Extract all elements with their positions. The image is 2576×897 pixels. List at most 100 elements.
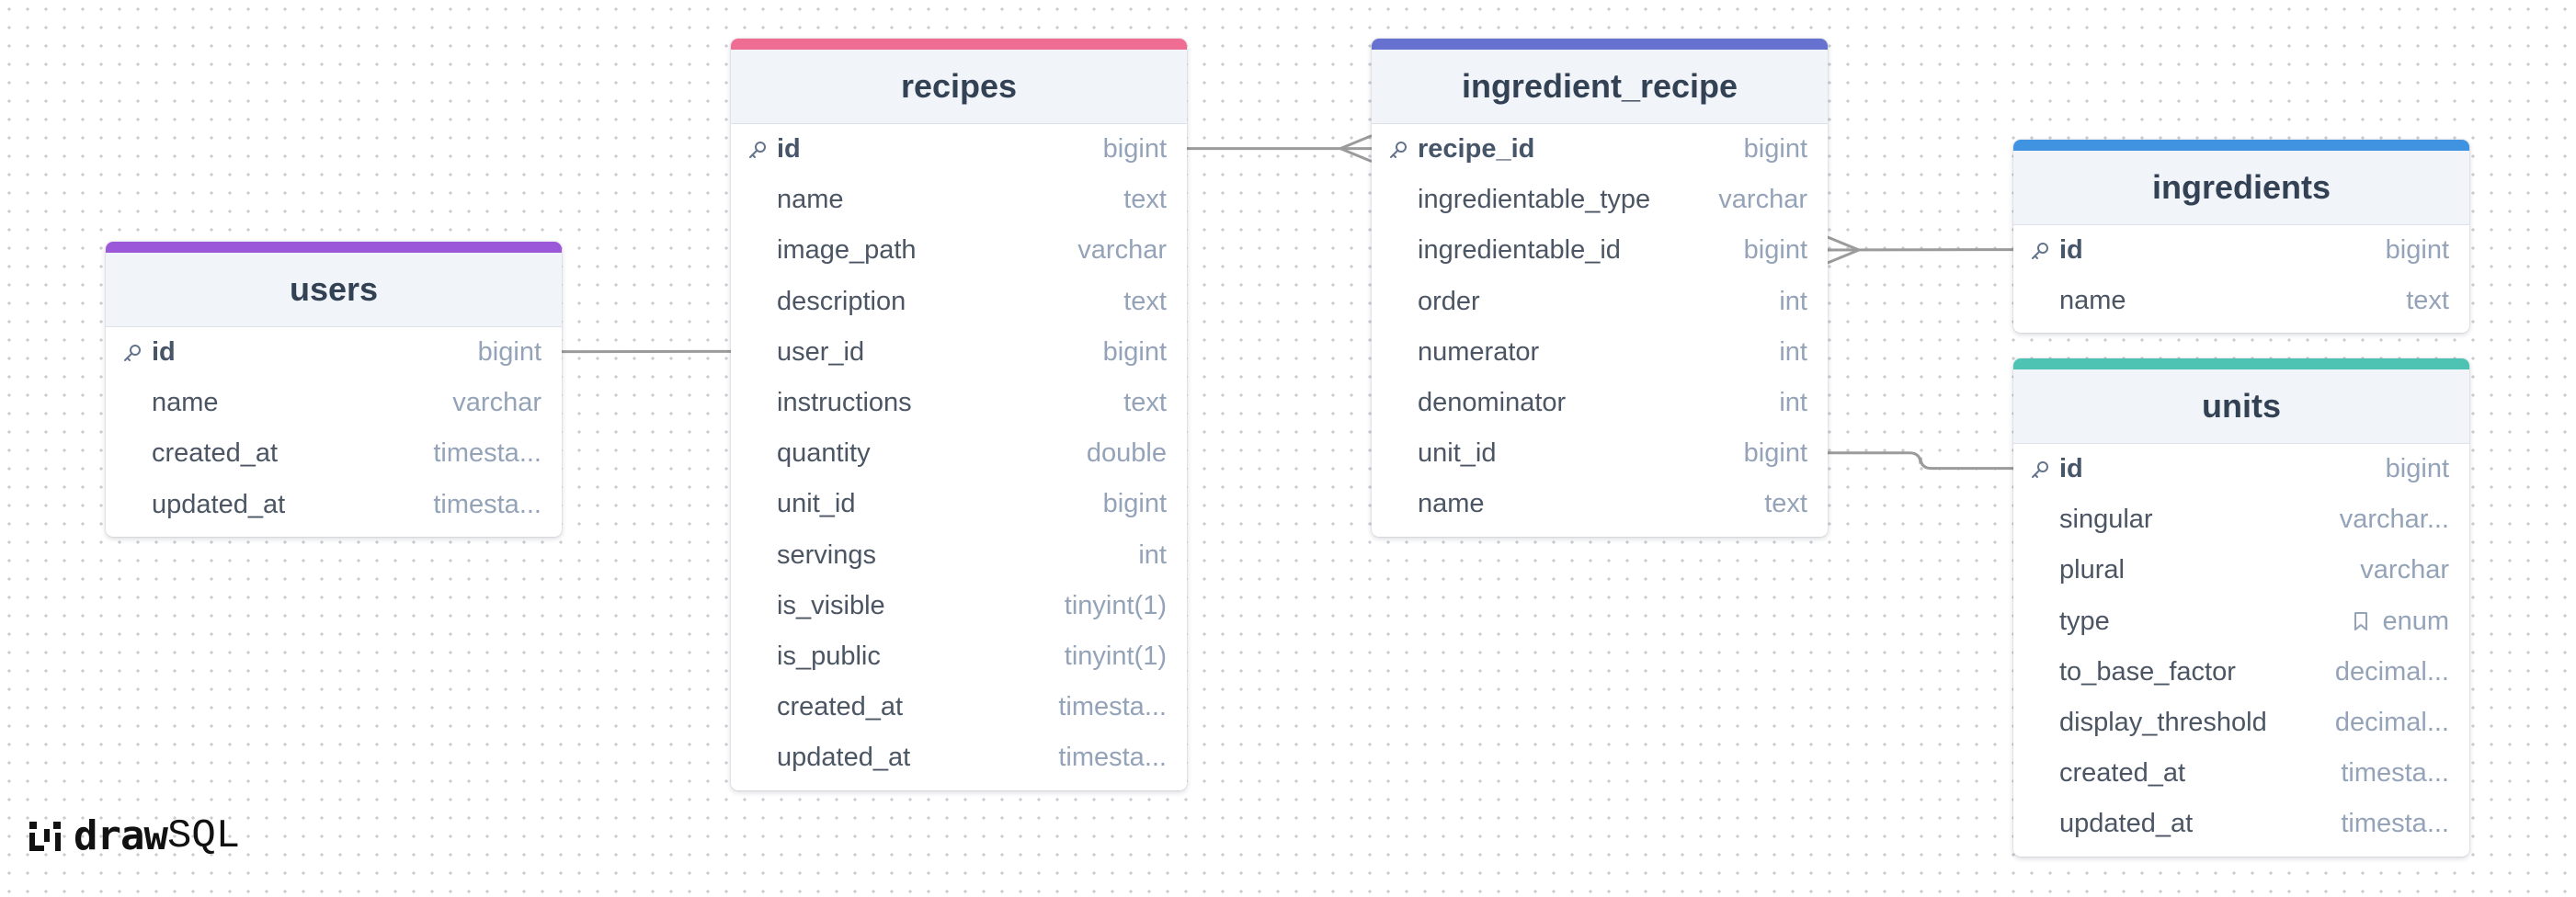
column-type: timesta... [433,490,541,520]
column-row[interactable]: quantity double [731,428,1187,479]
column-type-label: bigint [477,337,541,368]
column-type: bigint [1744,438,1807,469]
column-type-label: int [1779,336,1807,367]
column-type: timesta... [1058,692,1167,722]
column-type: int [1779,337,1807,368]
column-name: unit_id [777,489,856,519]
column-name: type [2059,606,2110,636]
column-name: created_at [2059,758,2186,789]
table-title: users [289,270,379,308]
column-type-label: int [1138,539,1167,570]
column-row[interactable]: user_id bigint [731,327,1187,378]
column-type-label: varchar [1077,235,1167,266]
column-type-label: varchar... [2339,505,2449,535]
column-type: enum [2353,607,2449,637]
column-type: varchar... [2340,505,2449,535]
column-type-label: text [1123,388,1167,418]
column-name: created_at [777,692,904,722]
column-type: tinyint(1) [1065,642,1167,672]
column-type: text [1123,185,1167,215]
table-header[interactable]: ingredients [2013,151,2469,225]
column-type: timesta... [2341,809,2449,839]
column-type-label: int [1779,286,1807,316]
column-type: text [2406,286,2449,316]
column-type: double [1087,438,1167,469]
column-row[interactable]: name text [2013,276,2469,326]
column-name: display_threshold [2059,708,2267,738]
column-name: is_visible [777,590,885,620]
column-row[interactable]: name varchar [106,378,562,428]
column-row[interactable]: name text [731,175,1187,225]
column-type-label: timesta... [1058,692,1167,722]
column-name: name [152,388,219,418]
column-type: bigint [1744,235,1807,266]
relation-line[interactable] [1828,451,2013,471]
column-type-label: decimal... [2334,708,2449,738]
table-header[interactable]: recipes [731,50,1187,124]
column-name: name [777,185,844,215]
column-row[interactable]: type enum [2013,596,2469,647]
column-type-label: timesta... [433,438,541,469]
table-header[interactable]: units [2013,369,2469,444]
column-type-label: bigint [1743,235,1807,266]
column-name: updated_at [2059,809,2194,839]
column-type-label: varchar [2360,555,2449,585]
column-type: bigint [2386,235,2449,266]
primary-key-icon [1390,142,1407,158]
column-name: quantity [777,438,871,469]
column-row[interactable]: display_threshold decimal... [2013,698,2469,748]
table-title: ingredient_recipe [1461,67,1738,105]
column-name: user_id [777,336,865,367]
crows-foot-many-marker [1339,134,1373,163]
column-name: name [2059,286,2126,316]
column-row[interactable]: created_at timesta... [731,682,1187,732]
column-type: text [1123,388,1167,418]
primary-key-icon [749,142,766,158]
column-type: bigint [1103,337,1167,368]
column-type-label: text [2406,286,2449,316]
table-header[interactable]: users [106,253,562,327]
table-header[interactable]: ingredient_recipe [1372,50,1828,124]
column-name: singular [2059,505,2153,535]
column-row[interactable]: updated_at timesta... [2013,799,2469,849]
column-row[interactable]: singular varchar... [2013,494,2469,545]
primary-key-icon [124,345,141,361]
column-name: name [1418,489,1485,519]
column-type-label: varchar [452,388,541,418]
column-type: decimal... [2335,708,2449,738]
table-accent-bar [1372,39,1828,50]
logo-sql-text: SQL [166,812,241,859]
